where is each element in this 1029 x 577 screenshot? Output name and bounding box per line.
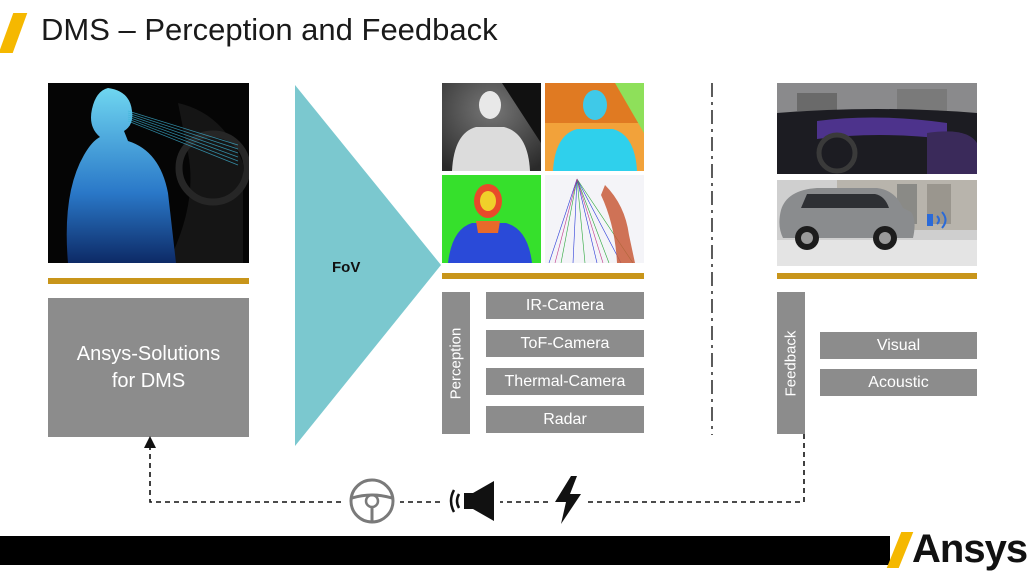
ansys-solutions-box: Ansys-Solutions for DMS: [48, 298, 249, 437]
thermal-camera-image: [442, 175, 541, 263]
perception-gold-divider: [442, 273, 644, 279]
lightning-icon: [548, 474, 588, 526]
tof-camera-label: ToF-Camera: [486, 330, 644, 357]
visual-label: Visual: [820, 332, 977, 359]
feedback-side-label-box: Feedback: [777, 292, 805, 434]
left-gold-divider: [48, 278, 249, 284]
section-separator: [711, 83, 713, 435]
slide-title: DMS – Perception and Feedback: [41, 12, 498, 47]
feedback-side-label: Feedback: [782, 330, 800, 396]
fov-label: FoV: [332, 259, 361, 276]
ansys-logo: Ansys: [886, 527, 1028, 572]
perception-side-label-box: Perception: [442, 292, 470, 434]
driver-cabin-image: [48, 83, 249, 263]
speaker-icon: [444, 476, 500, 526]
feedback-gold-divider: [777, 273, 977, 279]
perception-side-label: Perception: [447, 327, 465, 399]
acoustic-label: Acoustic: [820, 369, 977, 396]
logo-slash: [886, 531, 914, 568]
feedback-loop-arrow: [144, 434, 805, 503]
steering-wheel-icon: [344, 475, 400, 527]
radar-image: [545, 175, 644, 263]
solutions-label-line2: for DMS: [111, 369, 186, 392]
footer-bar: [0, 536, 890, 565]
ir-camera-label: IR-Camera: [486, 292, 644, 319]
solutions-label-line1: Ansys-Solutions: [76, 342, 221, 365]
thermal-camera-label: Thermal-Camera: [486, 368, 644, 395]
title-accent-slash: [0, 13, 28, 53]
fov-triangle: [295, 85, 441, 446]
tof-camera-image: [545, 83, 644, 171]
car-street-image: [777, 180, 977, 266]
car-interior-image: [777, 83, 977, 174]
radar-label: Radar: [486, 406, 644, 433]
ir-camera-image: [442, 83, 541, 171]
logo-text: Ansys: [912, 527, 1028, 571]
